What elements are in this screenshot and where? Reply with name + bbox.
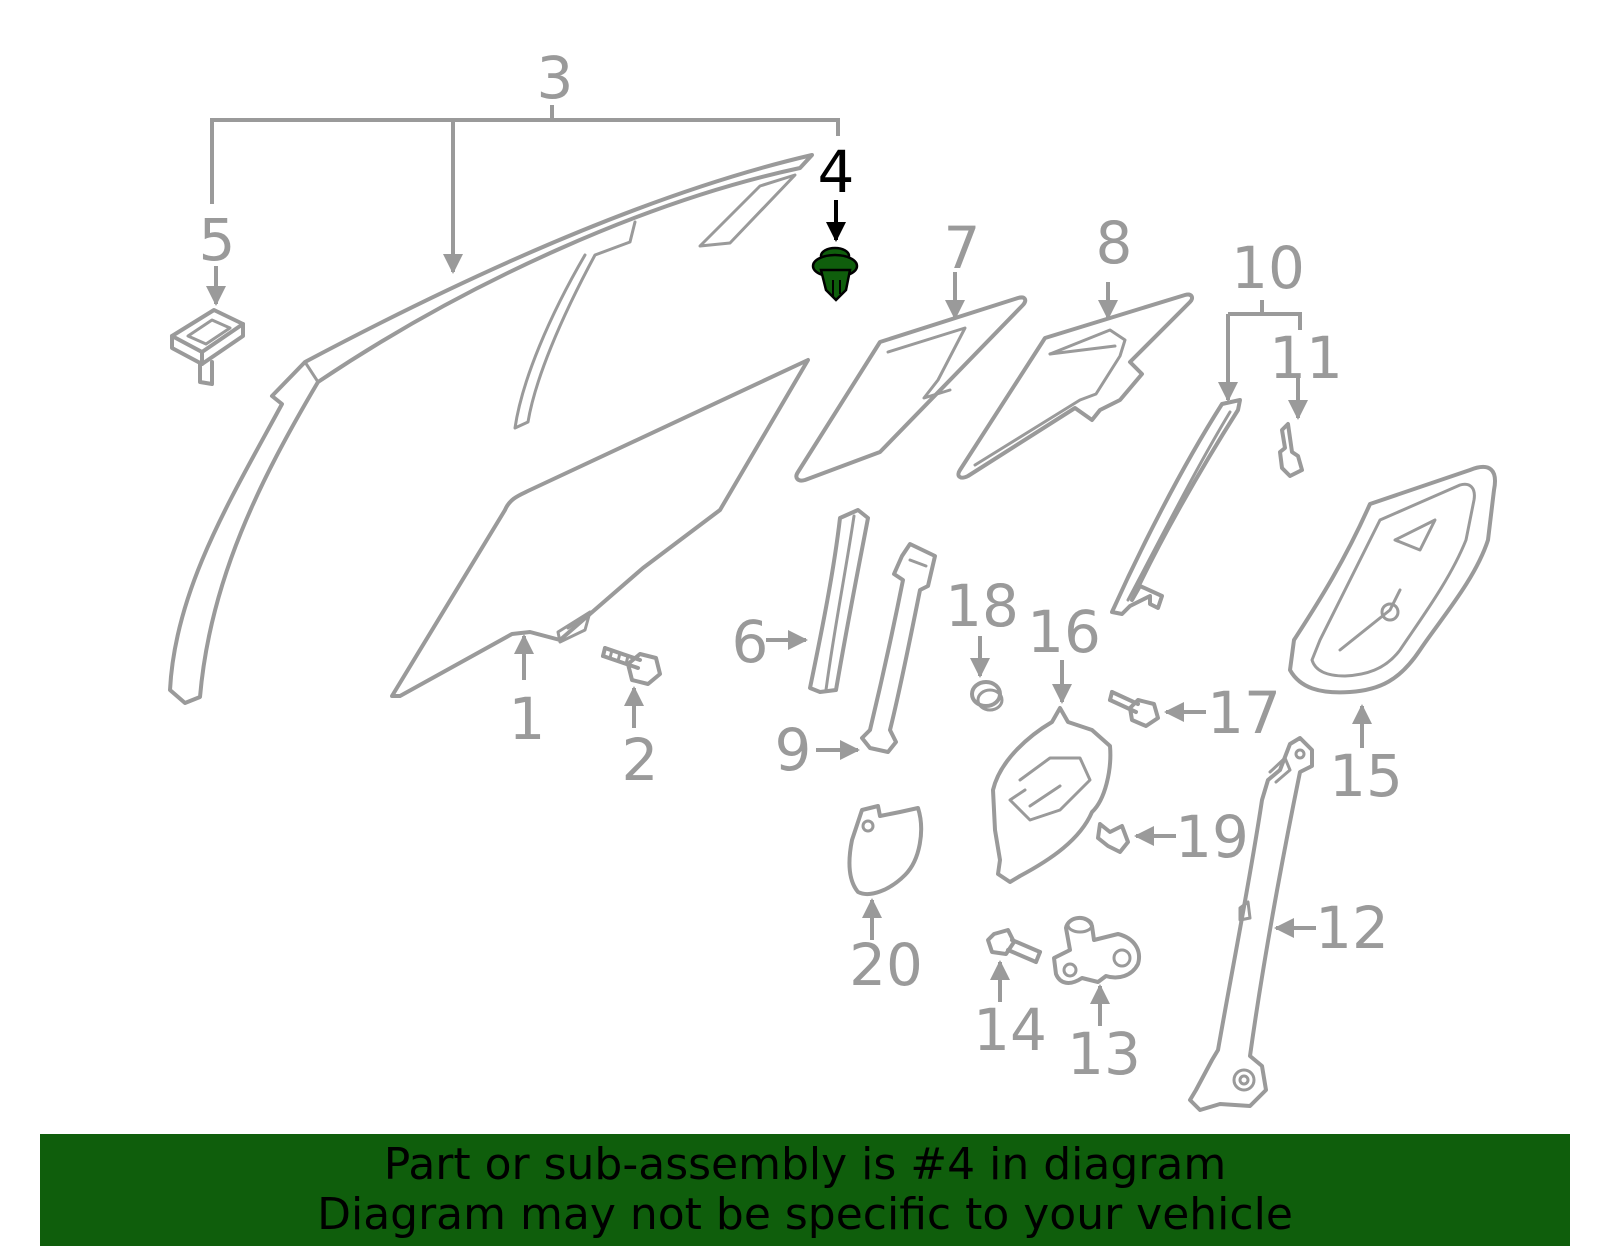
bracket-3 bbox=[210, 105, 840, 274]
part-14-bolt[interactable] bbox=[986, 928, 1042, 1002]
part-20-seal-cover[interactable] bbox=[847, 804, 924, 940]
info-banner: Part or sub-assembly is #4 in diagram Di… bbox=[40, 1134, 1570, 1246]
callout-16: 16 bbox=[1027, 598, 1101, 666]
part-19-clip[interactable] bbox=[1096, 822, 1176, 854]
part-11-clip[interactable] bbox=[1278, 376, 1308, 478]
part-4-clip-highlighted[interactable] bbox=[811, 200, 859, 302]
part-10-run-channel[interactable] bbox=[1110, 398, 1242, 616]
callout-15: 15 bbox=[1329, 742, 1403, 810]
callout-19: 19 bbox=[1175, 803, 1249, 871]
part-3-door-sash[interactable] bbox=[168, 153, 814, 705]
part-16-regulator-bracket[interactable] bbox=[991, 660, 1113, 884]
callout-18: 18 bbox=[945, 572, 1019, 640]
callout-6: 6 bbox=[732, 608, 769, 676]
part-9-guide-bracket[interactable] bbox=[816, 542, 937, 760]
part-5-clip[interactable] bbox=[170, 266, 245, 386]
callout-14: 14 bbox=[973, 996, 1047, 1064]
banner-line-2: Diagram may not be specific to your vehi… bbox=[317, 1189, 1293, 1240]
callout-1: 1 bbox=[509, 685, 546, 753]
callout-13: 13 bbox=[1067, 1020, 1141, 1088]
callout-20: 20 bbox=[849, 931, 923, 999]
part-1-door-glass[interactable] bbox=[390, 358, 810, 698]
callout-2: 2 bbox=[622, 726, 659, 794]
bracket-10 bbox=[1218, 300, 1302, 402]
callout-5: 5 bbox=[199, 206, 236, 274]
part-17-bolt[interactable] bbox=[1108, 690, 1206, 728]
part-18-grommet[interactable] bbox=[970, 636, 1004, 712]
part-2-bolt[interactable] bbox=[601, 646, 662, 728]
callout-17: 17 bbox=[1207, 679, 1281, 747]
callout-10: 10 bbox=[1231, 234, 1305, 302]
callout-4: 4 bbox=[818, 138, 855, 206]
callout-11: 11 bbox=[1269, 324, 1343, 392]
callout-7: 7 bbox=[944, 214, 981, 282]
part-15-panel-cover[interactable] bbox=[1288, 464, 1497, 748]
part-6-guide[interactable] bbox=[766, 508, 870, 694]
callout-8: 8 bbox=[1096, 209, 1133, 277]
part-7-quarter-glass[interactable] bbox=[794, 272, 1028, 483]
callout-12: 12 bbox=[1315, 894, 1389, 962]
callout-9: 9 bbox=[775, 716, 812, 784]
part-8-quarter-glass-frame[interactable] bbox=[956, 282, 1195, 480]
part-13-motor[interactable] bbox=[1052, 916, 1141, 1026]
callout-3: 3 bbox=[537, 44, 574, 112]
part-12-regulator-rail[interactable] bbox=[1188, 736, 1316, 1112]
banner-line-1: Part or sub-assembly is #4 in diagram bbox=[383, 1139, 1227, 1190]
